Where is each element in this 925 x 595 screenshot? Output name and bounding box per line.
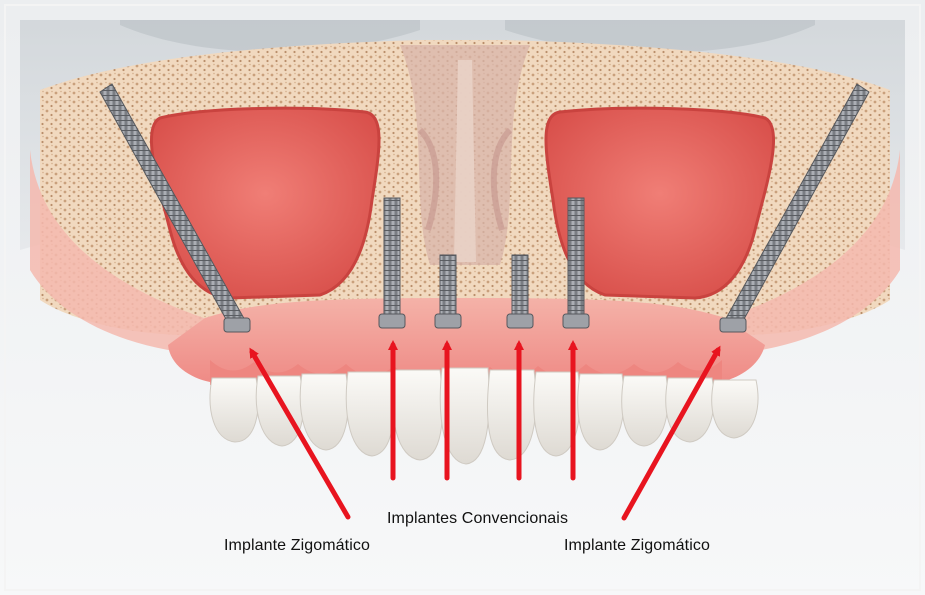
- label-zygomatic-implant-right: Implante Zigomático: [564, 537, 710, 555]
- maxillary-sinus-left: [151, 108, 379, 298]
- label-zygomatic-implant-left: Implante Zigomático: [224, 537, 370, 555]
- label-conventional-implants: Implantes Convencionais: [387, 510, 568, 528]
